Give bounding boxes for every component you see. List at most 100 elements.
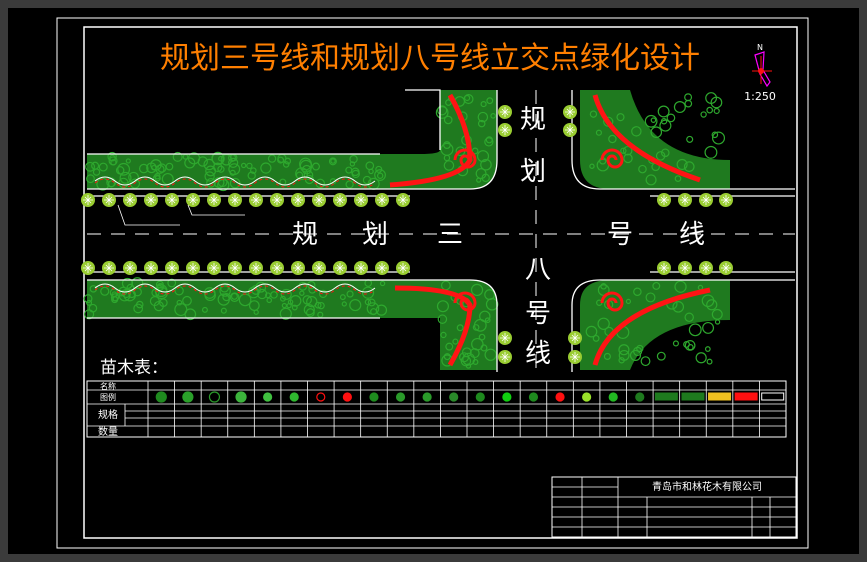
tree-mark bbox=[500, 125, 510, 135]
shrub-symbol bbox=[247, 171, 256, 180]
shrub-symbol bbox=[592, 334, 600, 342]
shrub-symbol bbox=[364, 298, 372, 306]
shrub-symbol bbox=[228, 163, 241, 176]
plant-symbol-icon bbox=[316, 392, 326, 402]
street-tree-icon bbox=[498, 123, 512, 137]
shrub-symbol bbox=[211, 151, 225, 165]
road-label-char: 线 bbox=[525, 339, 551, 369]
shrub-symbol bbox=[301, 164, 312, 175]
shrub-symbol bbox=[659, 119, 672, 132]
shrub-symbol bbox=[138, 163, 149, 174]
plant-symbol-icon bbox=[395, 392, 406, 402]
shrub-symbol bbox=[184, 157, 196, 169]
tree-mark bbox=[230, 195, 240, 205]
shrub-symbol bbox=[125, 158, 131, 164]
shrub-symbol bbox=[247, 286, 260, 299]
shrub-symbol bbox=[683, 161, 695, 173]
shrub-symbol bbox=[470, 283, 484, 297]
street-tree-icon bbox=[144, 193, 158, 207]
street-tree-icon bbox=[123, 193, 137, 207]
north-label: N bbox=[757, 43, 763, 52]
shrub-symbol bbox=[640, 356, 651, 367]
corner-bed bbox=[580, 280, 730, 370]
shrub-symbol bbox=[706, 299, 718, 311]
street-tree-icon bbox=[396, 193, 410, 207]
shrub-symbol bbox=[478, 333, 486, 341]
plant-symbol-icon bbox=[263, 392, 273, 402]
row-label-name: 名称 bbox=[100, 381, 116, 391]
shrub-symbol bbox=[306, 295, 318, 308]
road-label-char: 划 bbox=[362, 220, 388, 250]
shrub-symbol bbox=[375, 165, 383, 173]
shrub-symbol bbox=[702, 321, 715, 334]
edging-line bbox=[94, 285, 376, 295]
shrub-symbol bbox=[132, 287, 142, 297]
shrub-symbol bbox=[638, 164, 647, 174]
shrub-symbol bbox=[443, 154, 451, 162]
shrub-symbol bbox=[674, 175, 682, 182]
shrub-symbol bbox=[464, 94, 471, 102]
shrub-symbol bbox=[151, 164, 157, 171]
shrub-symbol bbox=[471, 147, 479, 155]
shrub-symbol bbox=[652, 281, 661, 290]
tree-mark bbox=[356, 263, 366, 273]
plant-symbol-icon bbox=[635, 392, 645, 402]
road-edge bbox=[405, 89, 441, 150]
tree-mark bbox=[335, 195, 345, 205]
shrub-symbol bbox=[437, 105, 448, 116]
shrub-symbol bbox=[645, 292, 656, 303]
shrub-symbol bbox=[362, 175, 372, 185]
shrub-symbol bbox=[289, 295, 302, 307]
plant-symbol-icon bbox=[475, 392, 485, 402]
shrub-symbol bbox=[589, 110, 598, 118]
tree-mark bbox=[293, 263, 303, 273]
shrub-symbol bbox=[479, 310, 491, 323]
leader-line bbox=[187, 204, 245, 216]
tree-mark bbox=[125, 263, 135, 273]
shrub-symbol bbox=[700, 111, 707, 118]
shrub-symbol bbox=[117, 162, 131, 176]
shrub-symbol bbox=[673, 100, 686, 114]
tree-mark bbox=[570, 352, 580, 362]
tree-mark bbox=[398, 195, 408, 205]
street-tree-icon bbox=[165, 193, 179, 207]
street-tree-icon bbox=[207, 193, 221, 207]
shrub-symbol bbox=[618, 349, 630, 361]
shrub-symbol bbox=[706, 358, 713, 365]
tree-mark bbox=[398, 263, 408, 273]
shrub-symbol bbox=[135, 300, 144, 309]
shrub-symbol bbox=[672, 301, 685, 313]
tree-mark bbox=[209, 263, 219, 273]
road-edge bbox=[87, 279, 498, 372]
shrub-symbol bbox=[705, 92, 718, 104]
shrub-symbol bbox=[445, 99, 452, 106]
site-plan bbox=[81, 89, 795, 372]
tree-mark bbox=[188, 263, 198, 273]
tree-mark bbox=[83, 263, 93, 273]
shrub-symbol bbox=[119, 171, 132, 184]
shrub-symbol bbox=[490, 112, 496, 119]
street-tree-icon bbox=[186, 261, 200, 275]
shrub-symbol bbox=[684, 99, 693, 108]
street-tree-icon bbox=[375, 193, 389, 207]
edging-line bbox=[94, 178, 376, 188]
tree-mark bbox=[314, 195, 324, 205]
shrub-symbol bbox=[484, 317, 491, 324]
tree-mark bbox=[146, 195, 156, 205]
street-tree-icon bbox=[498, 105, 512, 119]
north-arrow-icon: N bbox=[752, 43, 772, 88]
legend-swatch-icon bbox=[734, 392, 758, 401]
street-tree-icon bbox=[657, 261, 671, 275]
road-label-char: 号 bbox=[607, 220, 633, 250]
shrub-symbol bbox=[676, 158, 688, 171]
shrub-symbol bbox=[284, 157, 292, 165]
flower-spiral bbox=[600, 148, 624, 169]
shrub-symbol bbox=[480, 158, 492, 171]
shrub-symbol bbox=[165, 162, 174, 171]
street-tree-icon bbox=[186, 193, 200, 207]
street-tree-icon bbox=[207, 261, 221, 275]
shrub-symbol bbox=[270, 291, 278, 299]
shrub-symbol bbox=[657, 105, 670, 118]
